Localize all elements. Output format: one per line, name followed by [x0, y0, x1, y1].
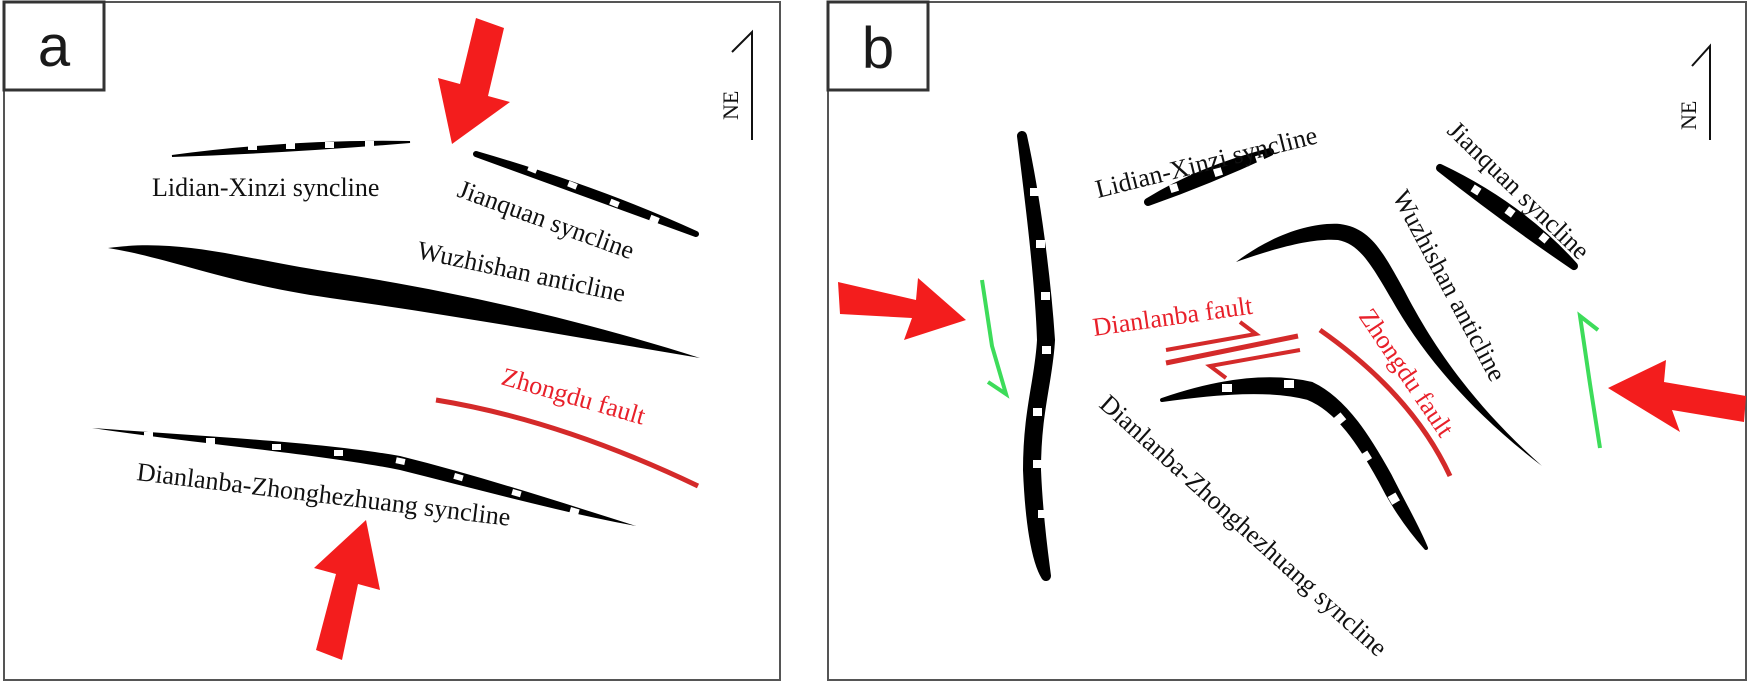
panel-a-compression-arrow-top	[438, 18, 510, 144]
dash-mark	[1359, 450, 1373, 463]
panel-b-dianlanba-zhonghezhuang-syncline	[1160, 377, 1428, 550]
dash-mark	[527, 164, 538, 174]
panel-b-shear-sense-left	[980, 279, 1010, 399]
panel-a-compression-arrow-bottom	[314, 520, 380, 660]
panel-a-letter: a	[38, 14, 71, 79]
dash-mark	[144, 432, 153, 438]
panel-b-zhongdu-fault	[1318, 327, 1453, 478]
panel-a-wuzhishan-anticline	[108, 245, 700, 358]
dash-mark	[649, 214, 660, 224]
dash-mark	[1038, 510, 1047, 518]
dash-mark	[1333, 412, 1347, 426]
dash-mark	[1030, 188, 1039, 196]
dash-mark	[1222, 384, 1232, 392]
dash-mark	[395, 457, 406, 465]
dash-mark	[609, 198, 620, 208]
panel-b-letter: b	[862, 16, 894, 81]
dash-mark	[334, 450, 343, 456]
panel-a-ne-label: NE	[718, 91, 743, 120]
dash-mark	[272, 444, 281, 450]
dash-mark	[1387, 492, 1400, 505]
shear-arrow-upper	[1165, 320, 1261, 352]
panel-b-compression-arrow-right	[1608, 360, 1746, 432]
dash-mark	[569, 507, 580, 516]
panel-b-letter-box	[826, 0, 930, 92]
dash-mark	[1470, 184, 1482, 196]
dash-mark	[1033, 408, 1042, 416]
dash-mark	[1212, 166, 1224, 178]
dash-mark	[511, 489, 522, 498]
dash-mark	[1284, 380, 1294, 388]
panel-b: b NE Lidian-Xinzi syncline	[826, 0, 1747, 681]
panel-b-compression-arrow-left	[838, 278, 966, 340]
shear-arrow-lower	[1205, 348, 1301, 380]
dash-mark	[1041, 292, 1050, 300]
panel-a-zhongdu-fault	[435, 397, 700, 489]
panel-b-frame	[827, 1, 1747, 681]
dash-mark	[1033, 460, 1042, 468]
fault-trace	[1165, 333, 1299, 366]
dash-mark	[453, 473, 464, 482]
panel-b-ne-label: NE	[1676, 101, 1701, 130]
fold-trace	[1017, 131, 1055, 581]
panel-b-wuzhishan-anticline	[1236, 223, 1542, 466]
dash-mark	[1504, 206, 1516, 218]
panel-a-frame	[3, 1, 781, 681]
panel-a: a NE Lidian-Xinzi syncline Jianquan sync…	[2, 0, 781, 681]
panel-b-jianquan-syncline	[1436, 164, 1578, 270]
panel-b-vertical-fold	[1017, 131, 1055, 581]
fold-trace	[1160, 377, 1428, 550]
panel-a-north-arrow: NE	[718, 29, 753, 140]
dash-mark	[286, 143, 295, 149]
panel-a-letter-box	[2, 0, 106, 92]
panel-a-dianlanba-zhonghezhuang-syncline	[92, 428, 636, 526]
panel-a-lidian-xinzi-label: Lidian-Xinzi syncline	[152, 173, 379, 202]
dash-mark	[1538, 232, 1550, 244]
fold-trace	[473, 151, 699, 237]
panel-a-lidian-xinzi-syncline	[171, 140, 411, 157]
panel-b-lidian-xinzi-syncline	[1144, 148, 1274, 206]
dash-mark	[1036, 240, 1045, 248]
dash-mark	[1254, 153, 1266, 165]
dash-mark	[325, 142, 334, 148]
panel-b-dianlanba-fault	[1165, 320, 1301, 380]
dash-mark	[1168, 182, 1180, 194]
panel-b-north-arrow: NE	[1676, 43, 1711, 140]
dash-mark	[365, 141, 374, 147]
dash-mark	[1042, 346, 1051, 354]
dash-mark	[206, 438, 215, 444]
panel-b-shear-sense-right	[1577, 311, 1602, 449]
dash-mark	[567, 180, 578, 190]
dash-mark	[248, 144, 257, 150]
panel-a-jianquan-syncline	[473, 151, 699, 237]
